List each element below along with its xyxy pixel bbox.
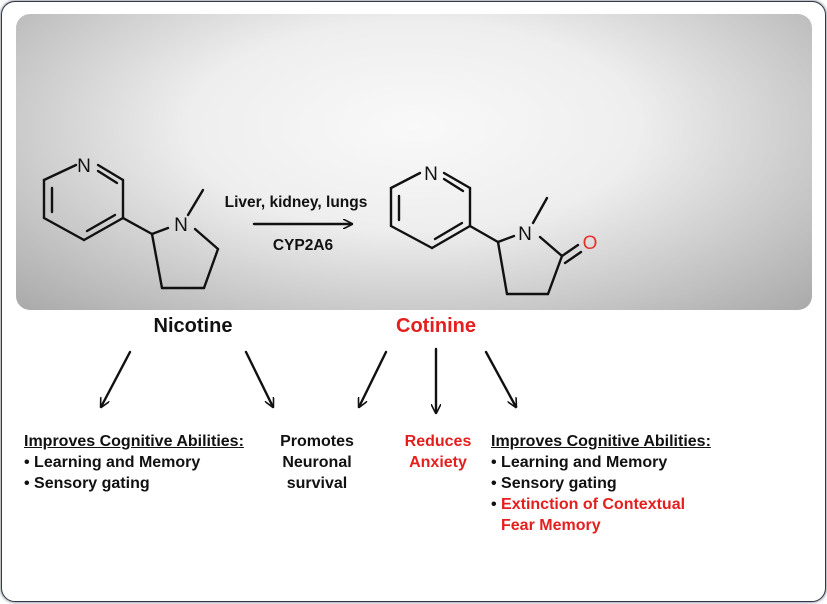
cotinine-cognitive-list: Learning and Memory Sensory gating Extin… (491, 452, 741, 536)
nicotine-cognitive-item-learning: Learning and Memory (24, 452, 244, 473)
cotinine-pyrrolidinone-nitrogen: N (518, 224, 532, 245)
neuronal-survival-line1: Promotes (280, 433, 354, 450)
arrow-nicotine-to-cognitive (101, 350, 132, 407)
cotinine-cognitive-heading-text: Improves Cognitive Abilities (491, 433, 706, 450)
cotinine-pyridine-nitrogen: N (424, 164, 438, 185)
nicotine-cognitive-heading-text: Improves Cognitive Abilities (24, 433, 239, 450)
nicotine-label: Nicotine (154, 315, 233, 337)
anxiety-line2: Anxiety (409, 454, 467, 471)
arrow-cotinine-to-survival (359, 350, 388, 407)
cotinine-structure: N N O (389, 164, 598, 296)
nicotine-pyridine-nitrogen: N (77, 156, 91, 177)
neuronal-survival-block: Promotes Neuronal survival (267, 431, 367, 494)
neuronal-survival-line3: survival (286, 475, 348, 492)
cotinine-label: Cotinine (396, 315, 476, 337)
nicotine-structure: N N (42, 156, 220, 290)
nicotine-cognitive-item-sensory: Sensory gating (24, 473, 244, 494)
reaction-conditions-bottom: CYP2A6 (273, 237, 334, 254)
cotinine-cognitive-heading-colon: : (705, 433, 711, 450)
cotinine-carbonyl-bond (560, 243, 583, 265)
cotinine-cognitive-item-learning: Learning and Memory (491, 452, 741, 473)
reaction-conditions-top: Liver, kidney, lungs (225, 194, 368, 211)
nicotine-methyl-bond (186, 188, 205, 217)
nicotine-cognitive-block: Improves Cognitive Abilities: Learning a… (24, 431, 244, 494)
arrow-nicotine-to-survival (244, 350, 273, 407)
arrow-cotinine-to-cognitive (484, 350, 516, 407)
nicotine-pyrrolidine-ring (150, 188, 220, 290)
anxiety-block: Reduces Anxiety (388, 431, 488, 473)
reaction-panel (16, 14, 812, 310)
neuronal-survival-line2: Neuronal (282, 454, 352, 471)
nicotine-cognitive-heading-colon: : (238, 433, 244, 450)
cotinine-linker-bond (468, 224, 500, 244)
cotinine-pyrrolidinone-ring (496, 196, 564, 296)
cotinine-cognitive-block: Improves Cognitive Abilities: Learning a… (491, 431, 741, 536)
cotinine-cognitive-heading: Improves Cognitive Abilities: (491, 431, 741, 452)
nicotine-pyrrolidine-nitrogen: N (174, 215, 188, 236)
anxiety-line1: Reduces (404, 433, 472, 450)
nicotine-cognitive-heading: Improves Cognitive Abilities: (24, 431, 244, 452)
nicotine-cognitive-list: Learning and Memory Sensory gating (24, 452, 244, 494)
nicotine-linker-bond (121, 216, 154, 236)
cotinine-methyl-bond (531, 196, 549, 225)
nicotine-pyridine-ring (42, 163, 125, 242)
cotinine-carbonyl-oxygen: O (583, 233, 598, 254)
cotinine-cognitive-item-sensory: Sensory gating (491, 473, 741, 494)
cotinine-pyridine-ring (389, 171, 472, 250)
cotinine-cognitive-item-extinction: Extinction of Contextual Fear Memory (491, 494, 716, 536)
